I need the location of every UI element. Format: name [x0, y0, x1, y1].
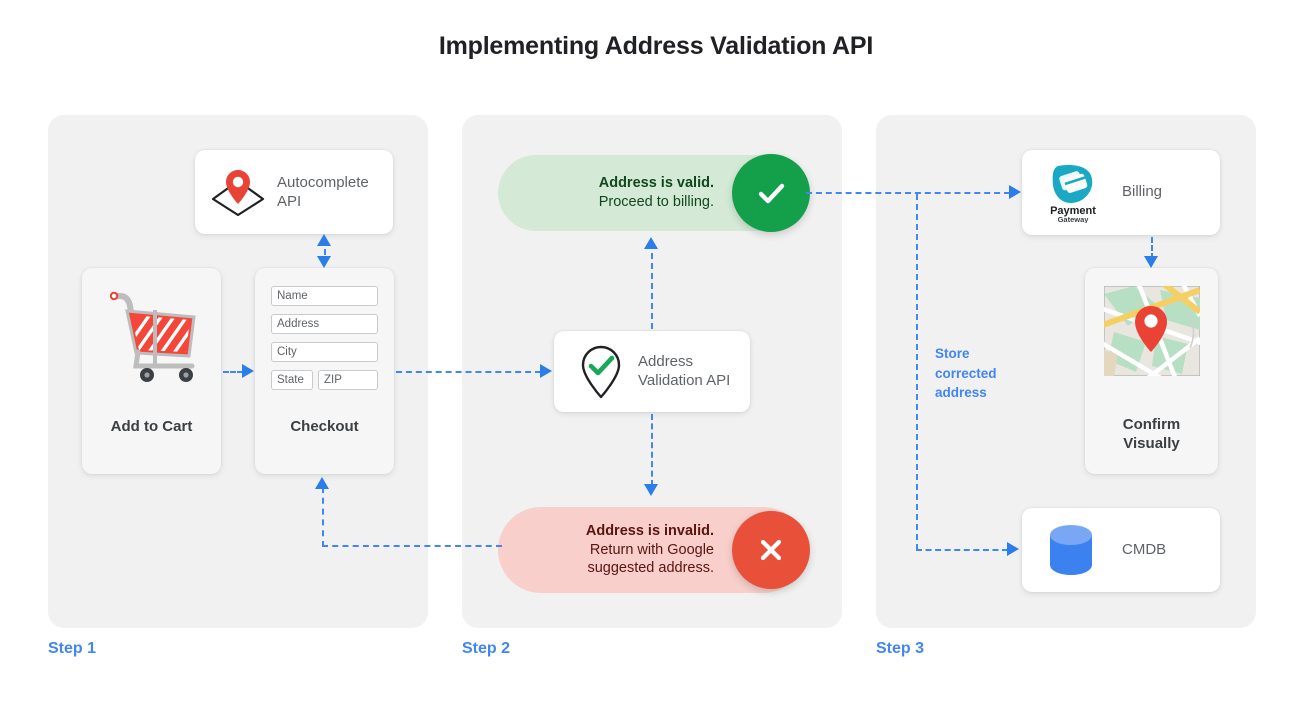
billing-label: Billing: [1122, 183, 1163, 200]
store-label-line2: corrected: [935, 365, 997, 381]
connector-billing-confirm-arrow: [1144, 256, 1158, 268]
zip-field[interactable]: ZIP: [318, 370, 378, 390]
cmdb-label: CMDB: [1122, 541, 1167, 558]
connector-store-cmdb-arrow: [1007, 542, 1019, 556]
step-3-label: Step 3: [876, 640, 925, 657]
connector-store-branch-v: [916, 194, 918, 550]
connector-autocomplete-checkout: [324, 240, 326, 264]
address-invalid-line3: suggested address.: [587, 560, 714, 577]
address-validation-api-card[interactable]: Address Validation API: [554, 331, 750, 412]
connector-autocomplete-arrow-up: [317, 234, 331, 246]
add-to-cart-card[interactable]: Add to Cart: [82, 268, 221, 474]
connector-cart-checkout-arrow: [242, 364, 254, 378]
address-invalid-line2: Return with Google: [589, 541, 714, 558]
map-thumbnail-icon: [1098, 280, 1205, 382]
store-label-line1: Store: [935, 346, 970, 361]
address-validation-line1: Address: [638, 353, 694, 370]
name-field[interactable]: Name: [271, 286, 378, 306]
connector-billing-confirm: [1151, 237, 1153, 259]
cmdb-card[interactable]: CMDB: [1022, 508, 1220, 592]
address-invalid-text: Address is invalid. Return with Google s…: [498, 522, 732, 579]
connector-validation-valid: [651, 243, 653, 329]
autocomplete-api-line2: API: [277, 192, 302, 210]
autocomplete-api-label: Autocomplete API: [277, 174, 369, 212]
close-icon: [760, 539, 782, 561]
confirm-visually-card[interactable]: Confirm Visually: [1085, 268, 1218, 474]
connector-invalid-feedback-v: [322, 487, 324, 547]
pin-check-icon: [572, 342, 630, 402]
add-to-cart-label: Add to Cart: [110, 418, 193, 435]
database-icon: [1042, 523, 1100, 577]
address-field[interactable]: Address: [271, 314, 378, 334]
store-label-line3: address: [935, 385, 987, 401]
city-field[interactable]: City: [271, 342, 378, 362]
connector-validation-invalid: [651, 414, 653, 486]
address-invalid-line1: Address is invalid.: [585, 522, 714, 539]
address-validation-api-label: Address Validation API: [638, 353, 730, 391]
address-valid-text: Address is valid. Proceed to billing.: [498, 174, 732, 212]
valid-status-badge: [732, 154, 810, 232]
connector-validation-invalid-arrow: [644, 484, 658, 496]
step-2-label: Step 2: [462, 640, 511, 657]
connector-valid-billing-arrow: [1009, 185, 1021, 199]
address-invalid-pill: Address is invalid. Return with Google s…: [498, 507, 810, 593]
invalid-status-badge: [732, 511, 810, 589]
connector-checkout-arrow-down: [317, 256, 331, 268]
connector-invalid-feedback-arrow: [315, 477, 329, 489]
map-pin-diamond-icon: [209, 164, 267, 220]
autocomplete-api-line1: Autocomplete: [277, 174, 369, 191]
connector-checkout-validation: [396, 371, 541, 373]
step-1-label: Step 1: [48, 640, 97, 657]
check-icon: [758, 183, 785, 204]
address-validation-line2: Validation API: [638, 371, 731, 389]
confirm-visually-label: Confirm Visually: [1085, 416, 1218, 454]
payment-gateway-label-2: Gateway: [1058, 215, 1090, 223]
page-title: Implementing Address Validation API: [438, 32, 874, 60]
store-corrected-address-label: Store corrected address: [935, 344, 997, 403]
confirm-visually-line2: Visually: [1123, 434, 1180, 452]
connector-cart-checkout: [223, 371, 243, 373]
connector-validation-valid-arrow: [644, 237, 658, 249]
shopping-cart-icon: [100, 280, 204, 384]
checkout-card[interactable]: Name Address City State ZIP Checkout: [255, 268, 394, 474]
address-valid-pill: Address is valid. Proceed to billing.: [498, 154, 810, 232]
connector-store-branch-h: [916, 549, 1008, 551]
connector-valid-billing: [806, 192, 1010, 194]
payment-gateway-label-1: Payment: [1050, 205, 1096, 217]
address-valid-line1: Address is valid.: [598, 175, 714, 192]
connector-checkout-validation-arrow: [540, 364, 552, 378]
connector-invalid-feedback-h: [322, 545, 502, 547]
confirm-visually-line1: Confirm: [1122, 416, 1181, 433]
payment-gateway-icon: Payment Gateway: [1038, 161, 1108, 224]
billing-card[interactable]: Payment Gateway Billing: [1022, 150, 1220, 235]
address-valid-line2: Proceed to billing.: [598, 194, 714, 210]
state-field[interactable]: State: [271, 370, 313, 390]
checkout-label: Checkout: [290, 418, 359, 435]
autocomplete-api-card[interactable]: Autocomplete API: [195, 150, 393, 234]
